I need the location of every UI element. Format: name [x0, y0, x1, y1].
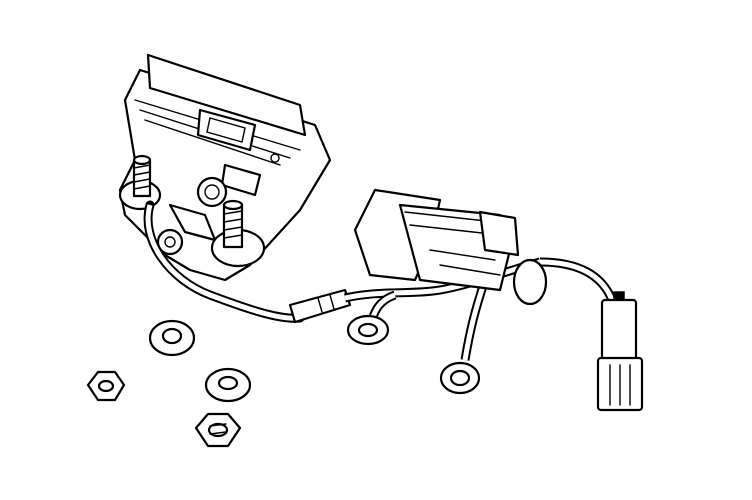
washer-2: [204, 367, 252, 403]
circuit-board: [118, 53, 332, 282]
connector-housing: [353, 188, 520, 292]
hex-nut-1: [86, 370, 126, 402]
terminal-stud-right: [210, 199, 266, 268]
hex-nut-2: [194, 412, 242, 448]
ring-terminal-right: [439, 361, 481, 395]
inline-connector: [596, 291, 644, 412]
ring-terminal-left: [346, 314, 390, 346]
washer-1: [148, 319, 196, 357]
